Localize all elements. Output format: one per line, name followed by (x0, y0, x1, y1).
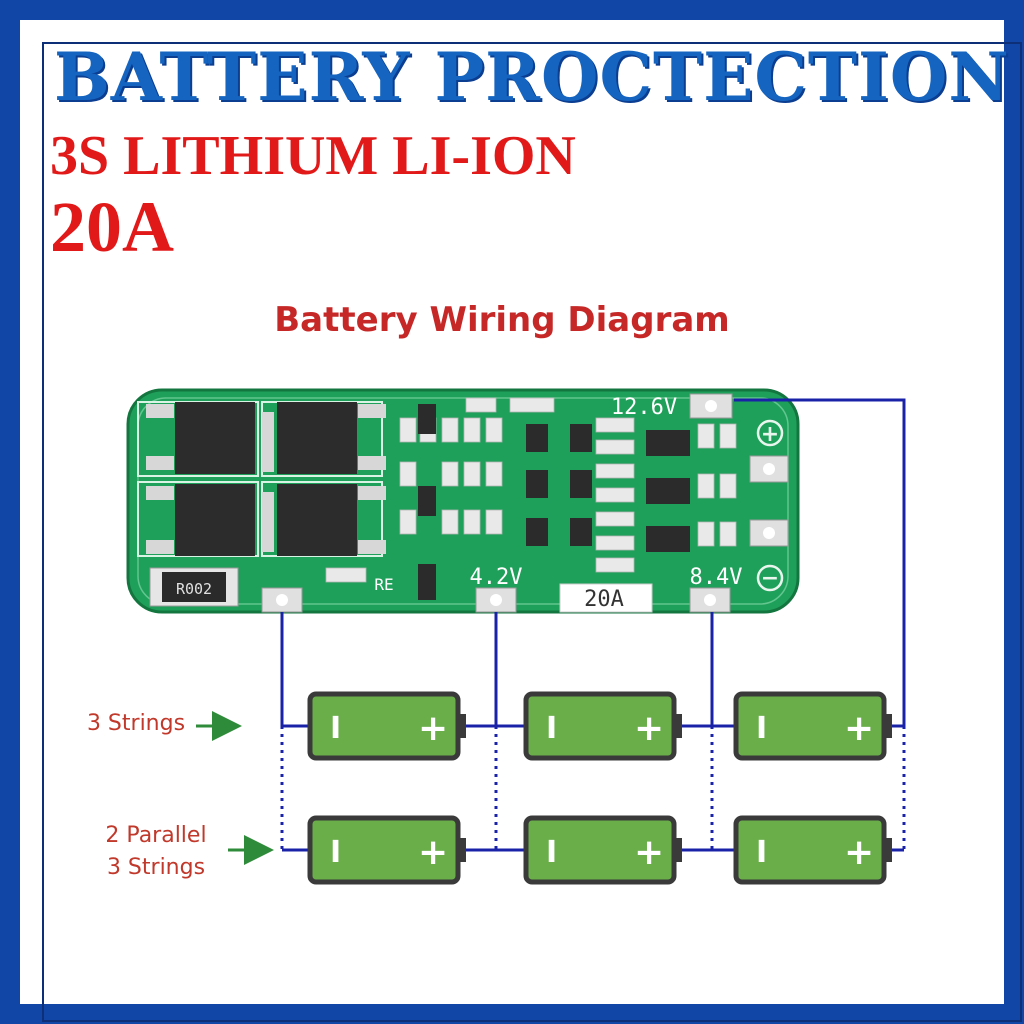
battery-terminal (458, 714, 466, 738)
battery-cells: I+I+I+I+I+I+ (307, 691, 892, 885)
row-1-label-line-1: 3 Strings (86, 711, 186, 736)
battery-minus-label: I (546, 711, 557, 746)
minus-symbol: − (761, 566, 779, 591)
battery-minus-label: I (330, 711, 341, 746)
battery-cell: I+ (523, 691, 682, 761)
row-2-label: 2 Parallel 3 Strings (86, 820, 226, 884)
mosfet-chip (175, 484, 255, 556)
battery-plus-label: + (634, 708, 664, 749)
battery-minus-label: I (756, 835, 767, 870)
battery-plus-label: + (418, 832, 448, 873)
battery-cell: I+ (523, 815, 682, 885)
plus-circle-icon (756, 419, 784, 447)
row-1-label: 3 Strings (66, 708, 206, 740)
mosfet-chip (277, 402, 357, 474)
battery-terminal (884, 714, 892, 738)
battery-terminal (884, 838, 892, 862)
ic-chips (418, 404, 690, 600)
rating-plate (559, 583, 653, 613)
battery-terminal (674, 714, 682, 738)
page-subtitle: 3S LITHIUM LI-ION (50, 125, 576, 187)
battery-plus-label: + (634, 832, 664, 873)
mosfet-group (137, 401, 386, 557)
battery-minus-label: I (756, 711, 767, 746)
battery-minus-label: I (330, 835, 341, 870)
battery-cell: I+ (307, 691, 466, 761)
current-rating: 20A (50, 187, 174, 267)
diagram-title: Battery Wiring Diagram (274, 300, 730, 340)
battery-terminal (458, 838, 466, 862)
inner-frame (42, 42, 1022, 1022)
mosfet-chip (277, 484, 357, 556)
battery-minus-label: I (546, 835, 557, 870)
label-4v2: 4.2V (470, 565, 523, 590)
row-2-label-line-1: 2 Parallel (105, 823, 207, 848)
resistor-label: R002 (176, 580, 212, 598)
battery-plus-label: + (844, 708, 874, 749)
battery-plus-label: + (418, 708, 448, 749)
battery-cell: I+ (733, 815, 892, 885)
label-re: RE (374, 575, 393, 594)
label-8v4: 8.4V (690, 565, 743, 590)
page-title: BATTERY PROCTECTION (54, 38, 1010, 116)
label-20a: 20A (584, 587, 624, 612)
plus-symbol: + (761, 422, 779, 447)
battery-cell: I+ (733, 691, 892, 761)
smd-components (325, 397, 737, 583)
battery-plus-label: + (844, 832, 874, 873)
mosfet-chip (175, 402, 255, 474)
minus-circle-icon (756, 564, 784, 592)
row-2-label-line-2: 3 Strings (106, 855, 206, 880)
bms-pcb: R002 (126, 388, 800, 614)
label-12v6: 12.6V (611, 395, 677, 420)
battery-cell: I+ (307, 815, 466, 885)
battery-terminal (674, 838, 682, 862)
